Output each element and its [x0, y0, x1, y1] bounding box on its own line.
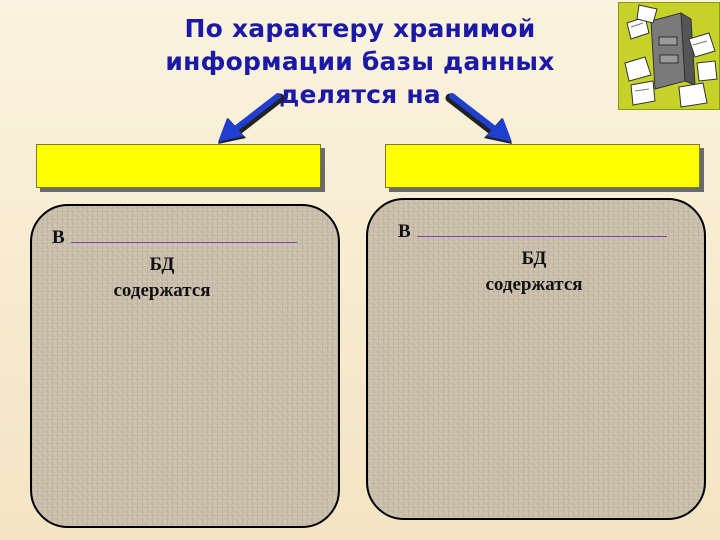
filing-cabinet-papers-icon — [618, 2, 720, 110]
left-panel-prefix-line: В — [52, 226, 297, 249]
title-line-1: По характеру хранимой — [184, 14, 536, 43]
right-panel: В БД содержатся — [366, 198, 706, 520]
right-panel-line-2: содержатся — [485, 274, 583, 295]
left-panel-text: БД содержатся — [92, 252, 232, 304]
left-panel-blank[interactable] — [70, 226, 297, 243]
arrow-right-icon — [445, 93, 512, 144]
left-category-box[interactable] — [36, 144, 321, 188]
title-line-2: информации базы данных — [165, 47, 555, 76]
arrow-left-icon — [218, 93, 285, 144]
left-panel-line-1: БД — [149, 254, 175, 275]
right-panel-blank[interactable] — [416, 220, 667, 237]
left-panel: В БД содержатся — [30, 204, 340, 528]
right-panel-prefix: В — [398, 221, 411, 242]
left-panel-prefix: В — [52, 227, 65, 248]
right-panel-line-1: БД — [521, 248, 547, 269]
left-panel-line-2: содержатся — [113, 280, 211, 301]
right-panel-text: БД содержатся — [464, 246, 604, 298]
page-title: По характеру хранимой информации базы да… — [120, 12, 600, 111]
right-panel-prefix-line: В — [398, 220, 667, 243]
title-line-3: делятся на — [279, 80, 441, 109]
right-category-box[interactable] — [385, 144, 700, 188]
